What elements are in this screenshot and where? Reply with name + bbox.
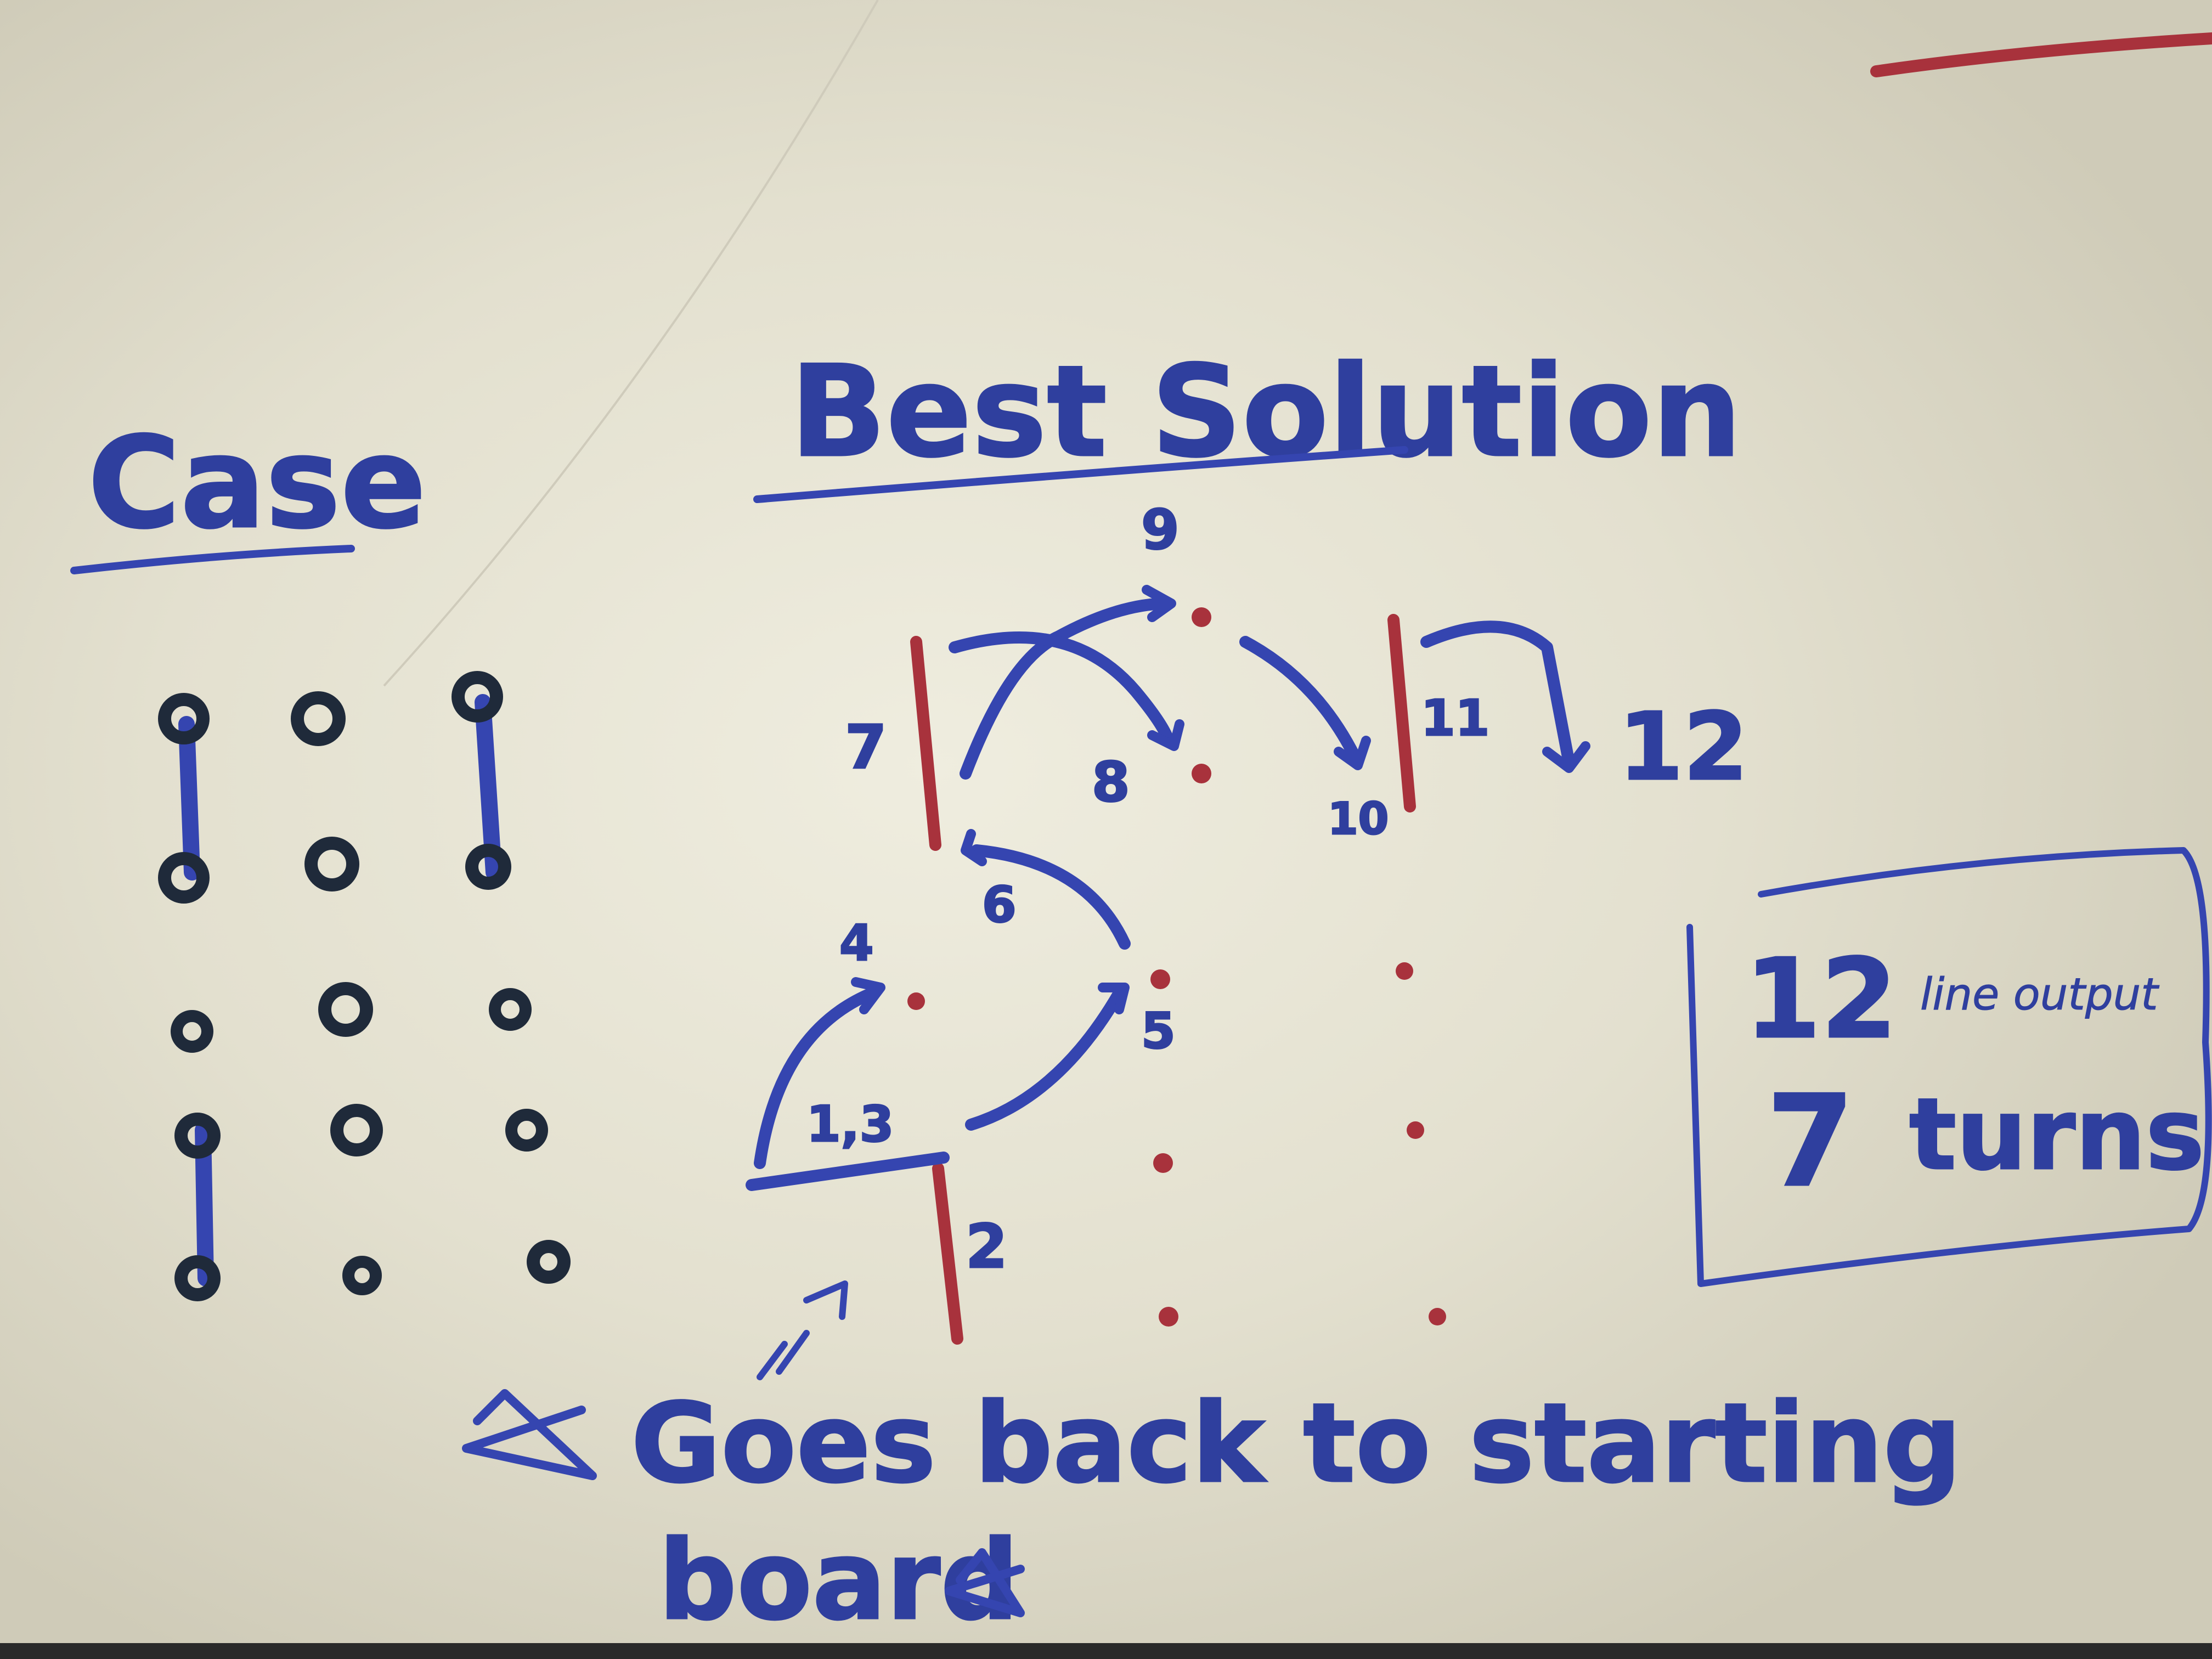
case-dot — [174, 1255, 221, 1301]
red-wall-2 — [932, 1163, 963, 1345]
red-dot — [1192, 764, 1211, 783]
best-solution-underline — [753, 446, 1408, 503]
step-label-10: 10 — [1328, 793, 1389, 844]
red-dot — [1192, 607, 1211, 627]
red-dot — [1407, 1121, 1424, 1139]
move-arc-to-12 — [1420, 620, 1575, 769]
red-dot — [1159, 1307, 1178, 1327]
arrowhead — [851, 977, 885, 1014]
red-dot — [1150, 969, 1170, 989]
solution-diagram — [746, 585, 1590, 1380]
summary-turn-count: 7 — [1767, 1069, 1854, 1215]
case-dot — [505, 1109, 548, 1152]
case-dot — [318, 982, 373, 1037]
step-label-11: 11 — [1421, 690, 1489, 747]
summary-box: 12 line output 7 turns — [1686, 847, 2212, 1287]
move-arc-to-10 — [1239, 636, 1361, 763]
summary-lines-label: line output — [1920, 969, 2159, 1020]
red-dot — [907, 992, 925, 1010]
arrowhead — [1098, 983, 1130, 1014]
case-board — [158, 671, 571, 1301]
arrowhead — [1147, 719, 1184, 751]
case-dot — [330, 1104, 383, 1156]
step-label-5: 5 — [1141, 1002, 1176, 1060]
star-icon — [945, 1548, 1025, 1617]
footnote-line1: Goes back to starting — [631, 1380, 1962, 1508]
step-label-9: 9 — [1141, 498, 1180, 562]
move-arc-to-5 — [965, 987, 1125, 1131]
red-stroke-top-right — [1870, 32, 2212, 77]
step-label-12: 12 — [1618, 693, 1748, 802]
arrowhead — [961, 829, 987, 866]
case-dot — [342, 1256, 382, 1295]
case-dot — [304, 837, 359, 891]
star-icon — [462, 1389, 597, 1480]
arrowhead — [1334, 736, 1371, 770]
move-arc-to-4 — [754, 987, 878, 1169]
paper-crease — [383, 0, 879, 687]
red-dot — [1153, 1153, 1173, 1173]
start-arrow-marks — [757, 1280, 848, 1380]
case-dot — [171, 1010, 213, 1053]
red-dot — [1429, 1308, 1446, 1325]
step-label-4: 4 — [839, 915, 874, 972]
step-label-8: 8 — [1092, 750, 1130, 814]
case-dot — [527, 1240, 571, 1284]
case-dot — [174, 1113, 221, 1159]
move-arc-to-6 — [970, 844, 1131, 950]
case-peg-bar-right — [475, 694, 502, 881]
move-line-start — [746, 1152, 950, 1191]
case-title: Case — [88, 410, 426, 557]
case-dot — [489, 988, 532, 1031]
step-label-1-3: 1,3 — [806, 1096, 894, 1153]
case-dot — [452, 671, 503, 723]
case-dot — [158, 693, 210, 744]
case-underline — [70, 545, 355, 574]
step-label-7: 7 — [845, 712, 887, 782]
move-arc-to-8 — [949, 631, 1175, 747]
case-dot — [158, 852, 210, 904]
case-peg-bar-left — [178, 716, 200, 881]
arrowhead — [1542, 741, 1590, 773]
footnote: Goes back to starting board — [462, 1379, 1962, 1646]
red-wall-7 — [910, 636, 941, 851]
summary-box-outline — [1686, 847, 2212, 1287]
summary-line-count: 12 — [1745, 935, 1897, 1063]
red-wall-11 — [1387, 614, 1416, 812]
monitor-bezel — [0, 1643, 2212, 1659]
step-label-6: 6 — [982, 876, 1017, 934]
case-dot — [465, 844, 511, 890]
case-dot — [291, 691, 346, 746]
step-labels: 1,3 2 4 5 6 7 8 9 10 11 12 — [806, 497, 1750, 1283]
summary-turns-label: turns — [1909, 1077, 2204, 1192]
red-dot — [1396, 962, 1413, 980]
step-label-2: 2 — [966, 1211, 1008, 1282]
arrowhead — [1142, 585, 1176, 622]
